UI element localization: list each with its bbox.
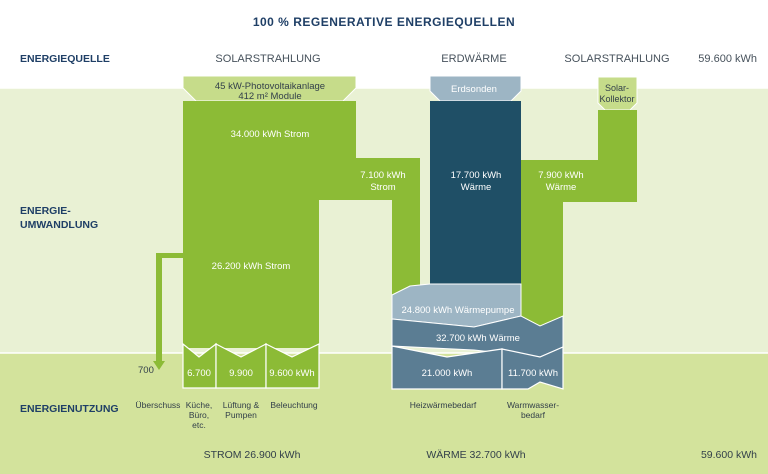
row-label-conversion-1: ENERGIE- [20, 205, 71, 217]
total-overall: 59.600 kWh [701, 449, 757, 461]
flow-strom-hp-2: Strom [370, 182, 395, 193]
surplus-flow-arrow [153, 253, 183, 370]
heat-total-flow [391, 315, 564, 358]
usage-label-ventilation-1: Lüftung & [223, 400, 260, 410]
row-label-usage: ENERGIENUTZUNG [20, 403, 119, 415]
probes-label: Erdsonden [451, 84, 497, 95]
pv-system-label-1: 45 kW-Photovoltaikanlage [215, 81, 325, 92]
usage-label-hot-water-2: bedarf [521, 410, 546, 420]
usage-hot-water-value: 11.700 kWh [508, 368, 558, 379]
usage-label-kitchen-2: Büro, [189, 410, 209, 420]
band-usage [0, 353, 768, 474]
flow-strom-total: 34.000 kWh Strom [231, 129, 310, 140]
strom-main-flow [183, 101, 420, 348]
total-waerme: WÄRME 32.700 kWh [426, 449, 525, 461]
diagram-title: 100 % REGENERATIVE ENERGIEQUELLEN [253, 15, 515, 29]
flow-solar-heat-1: 7.900 kWh [538, 170, 583, 181]
row-label-source: ENERGIEQUELLE [20, 53, 110, 65]
flow-heatpump: 24.800 kWh Wärmepumpe [402, 305, 515, 316]
source-solar-right: SOLARSTRAHLUNG [564, 53, 669, 65]
usage-label-heating: Heizwärmebedarf [410, 400, 477, 410]
strom-heatpump-flow [392, 200, 420, 295]
usage-label-lighting: Beleuchtung [270, 400, 318, 410]
total-strom: STROM 26.900 kWh [204, 449, 301, 461]
usage-label-hot-water-1: Warmwasser- [507, 400, 559, 410]
flow-geo-1: 17.700 kWh [451, 170, 502, 181]
usage-lighting-chevron [265, 343, 320, 389]
usage-label-kitchen-3: etc. [192, 420, 206, 430]
flow-solar-heat-2: Wärme [546, 182, 577, 193]
geothermal-flow [430, 101, 521, 284]
band-conversion [0, 88, 768, 353]
flow-heat-total: 32.700 kWh Wärme [436, 333, 520, 344]
row-label-conversion-2: UMWANDLUNG [20, 219, 98, 231]
flow-geo-2: Wärme [461, 182, 492, 193]
usage-label-ventilation-2: Pumpen [225, 410, 257, 420]
source-geothermal: ERDWÄRME [441, 53, 506, 65]
usage-heating-value: 21.000 kWh [422, 368, 473, 379]
usage-ventilation-value: 9.900 [229, 368, 253, 379]
usage-hot-water-chevron [501, 346, 564, 390]
solar-collector-label-1: Solar- [605, 83, 629, 93]
usage-label-surplus: Überschuss [136, 400, 181, 410]
flow-strom-hp-1: 7.100 kWh [360, 170, 405, 181]
surplus-value: 700 [138, 365, 154, 376]
usage-kitchen-value: 6.700 [187, 368, 211, 379]
usage-lighting-value: 9.600 kWh [269, 368, 314, 379]
source-total: 59.600 kWh [698, 53, 757, 65]
band-source [0, 0, 768, 88]
usage-label-kitchen-1: Küche, [186, 400, 212, 410]
solar-collector-label-2: Kollektor [599, 94, 634, 104]
solar-heat-flow [521, 110, 637, 326]
source-solar-left: SOLARSTRAHLUNG [215, 53, 320, 65]
pv-system-label-2: 412 m² Module [238, 91, 301, 102]
flow-strom-building: 26.200 kWh Strom [212, 261, 291, 272]
